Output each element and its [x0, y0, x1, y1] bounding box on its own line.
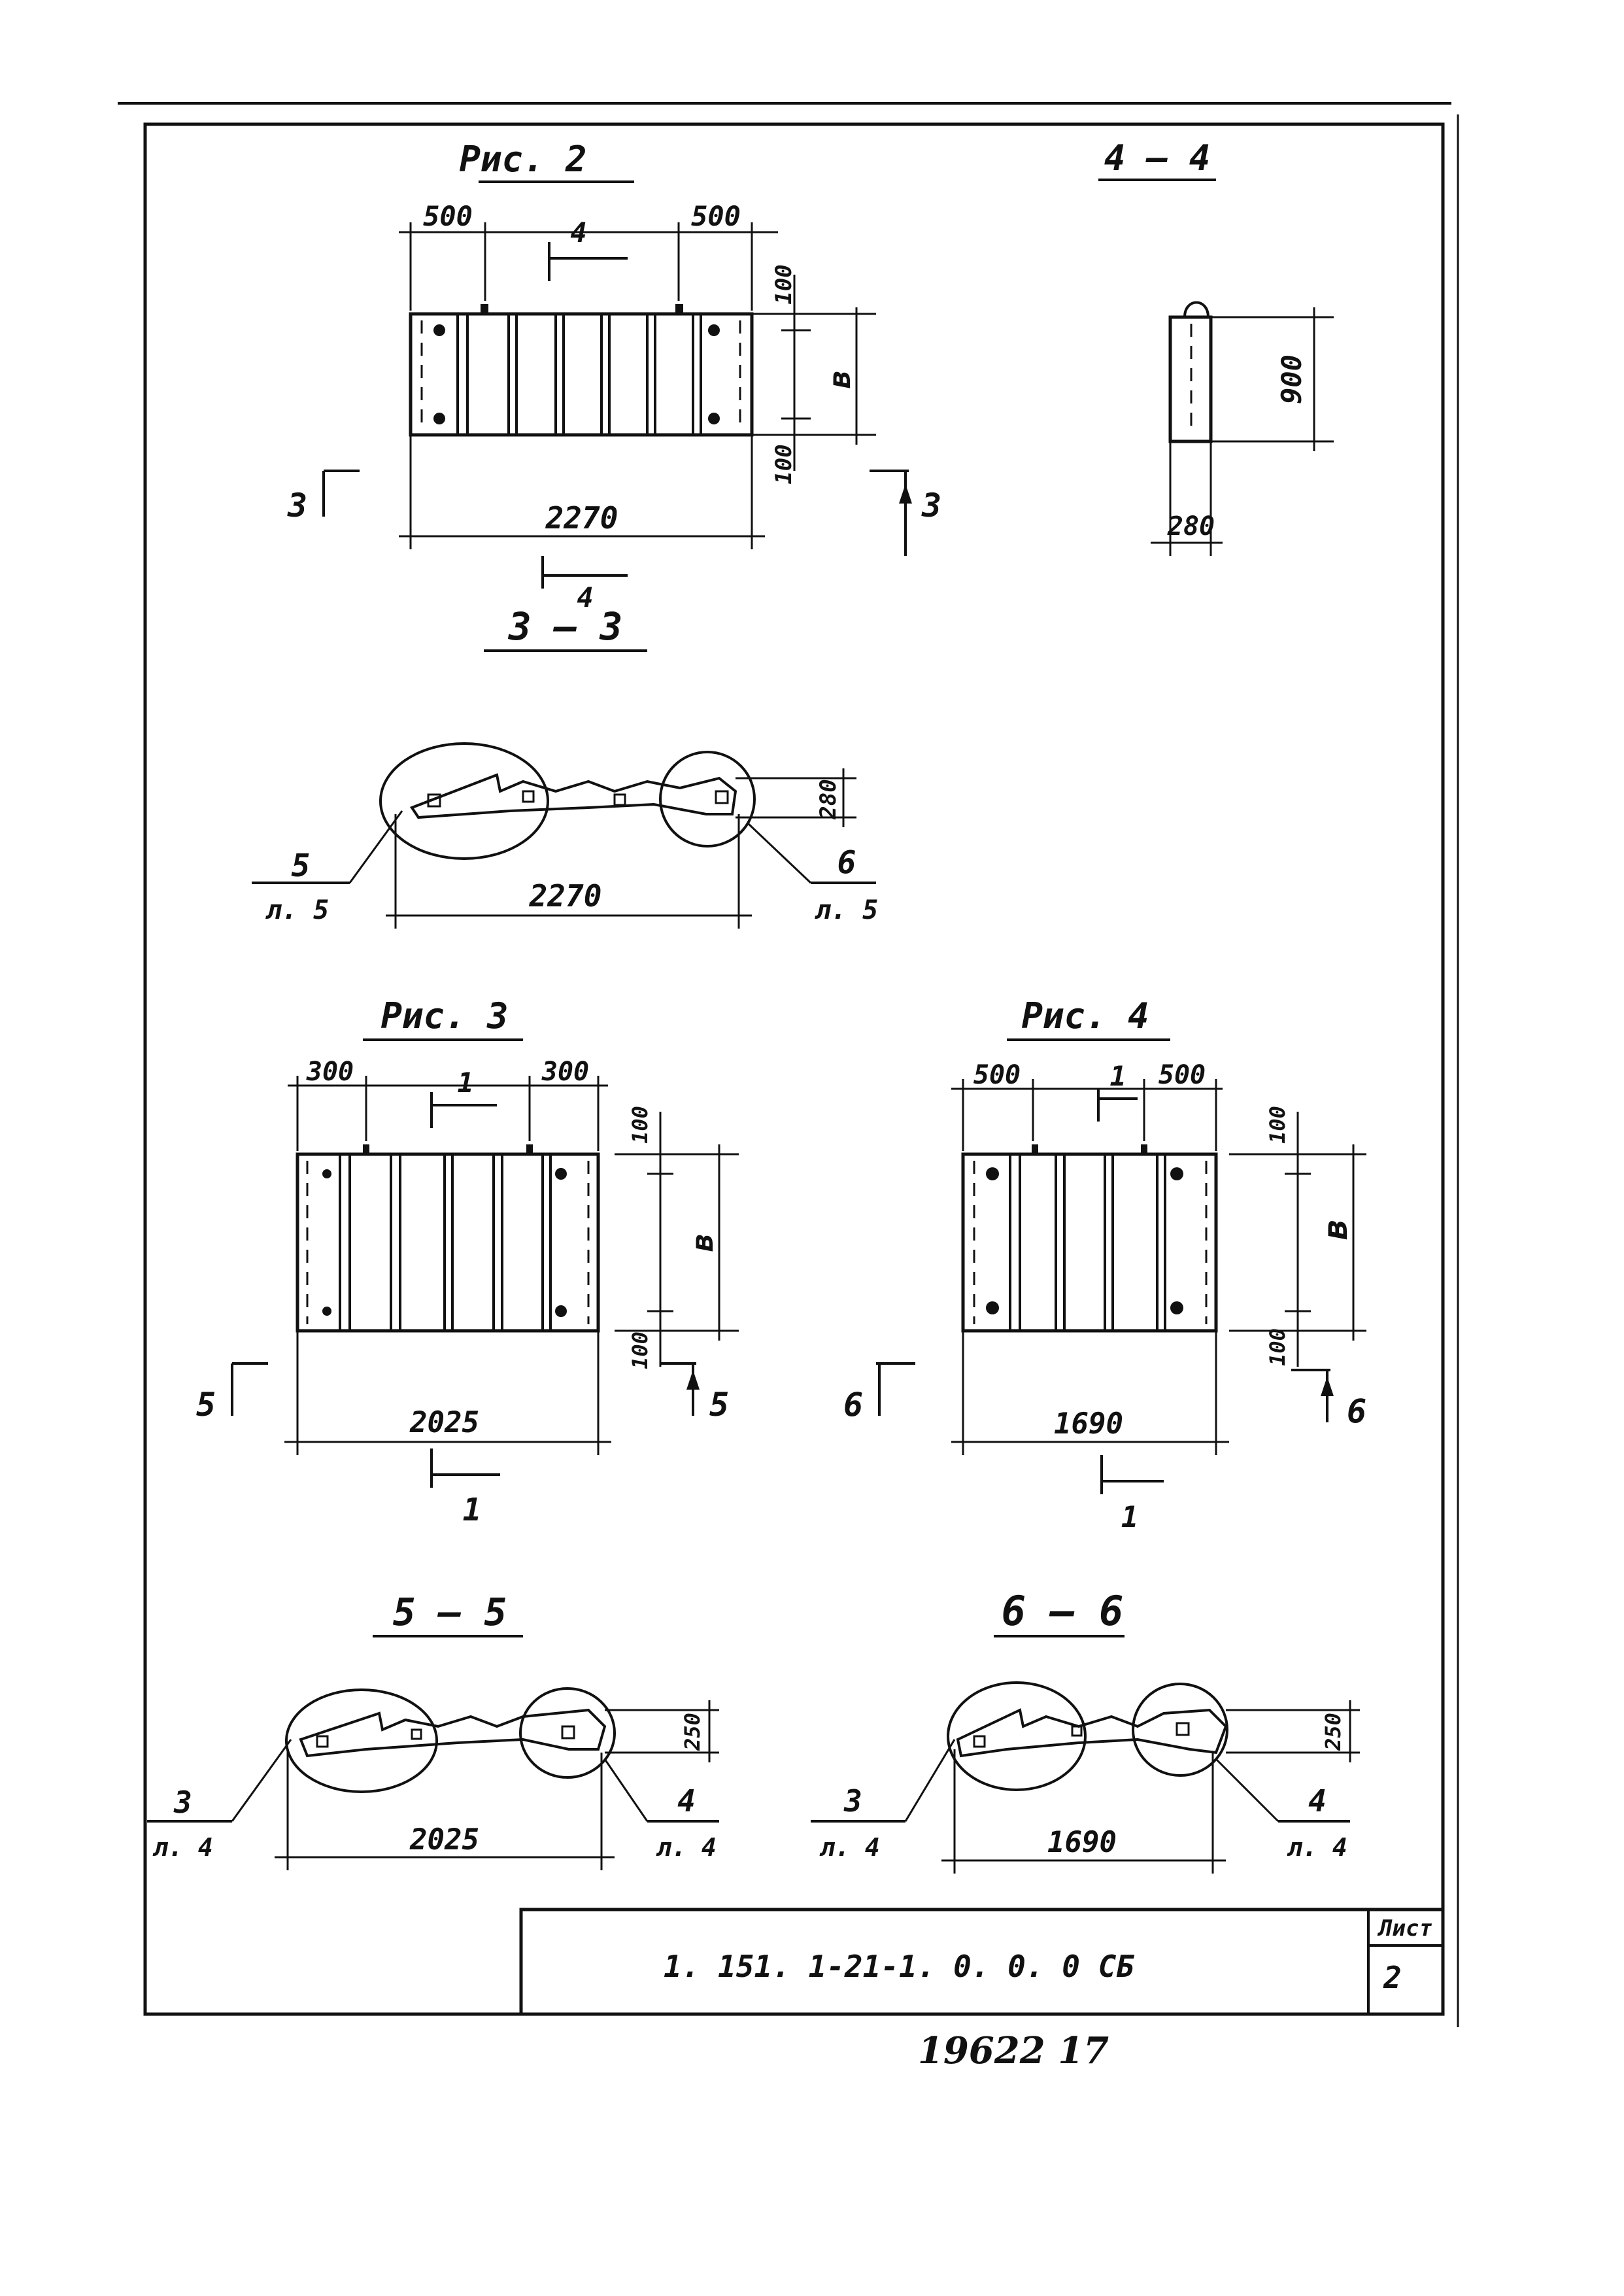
section33-dim-height: 280: [815, 779, 841, 819]
fig4-cut-mark-left: 6: [843, 1386, 863, 1424]
section33-callout-left-num: 5: [292, 848, 311, 884]
section-5-5: 5 — 5 250 2025 3 л. 4 4 л. 4: [147, 1590, 719, 1870]
fig2-right-dimensions: 100 100 в: [752, 264, 876, 485]
fig2-cut-top-label: 4: [570, 216, 586, 248]
fig4-dim-height: в: [1316, 1219, 1355, 1239]
section55-callout-right-num: 4: [677, 1783, 696, 1819]
fig2-dim-right-top: 500: [691, 200, 741, 232]
handwritten-note: 19622 17: [918, 2029, 1109, 2072]
section-4-4: 4 — 4 900 280: [1098, 137, 1334, 556]
sheet-label: Лист: [1377, 1915, 1432, 1942]
fig3-title: Рис. 3: [381, 995, 508, 1037]
fig2-dim-left-top: 500: [423, 200, 473, 232]
fig4-dim-left-top: 500: [973, 1060, 1021, 1090]
section55-dim-height: 250: [680, 1713, 705, 1751]
section33-title: 3 — 3: [508, 604, 623, 649]
fig2-cut-mark-right: 3: [921, 487, 941, 524]
fig3-cut-top-label: 1: [457, 1067, 473, 1099]
fig3-dim-right-top: 300: [541, 1057, 589, 1087]
section-6-6: 6 — 6 250 1690 3 л. 4 4 л. 4: [811, 1587, 1360, 1874]
section55-callout-left-sheet: л. 4: [152, 1833, 213, 1862]
fig4-dim-edge-top: 100: [1265, 1106, 1290, 1144]
section44-dim-width: 280: [1167, 511, 1215, 541]
fig2-cut-top: 4: [548, 216, 628, 281]
section55-callout-left-num: 3: [173, 1785, 192, 1820]
fig2-dim-edge-top: 100: [771, 264, 797, 304]
section66-dim-width: 1690: [1047, 1826, 1117, 1859]
title-block: 1. 151. 1-21-1. 0. 0. 0 СБ Лист 2: [519, 1908, 1445, 2016]
section44-dim-height: 900: [1276, 354, 1308, 404]
section66-dim-height: 250: [1321, 1713, 1345, 1751]
section55-callout-right-sheet: л. 4: [656, 1833, 717, 1862]
fig4-title: Рис. 4: [1021, 995, 1149, 1037]
section66-callout-left-num: 3: [843, 1783, 862, 1819]
section33-dim-width: 2270: [529, 878, 602, 914]
fig3-dim-height: в: [685, 1233, 720, 1252]
section33-callout-left-sheet: л. 5: [265, 895, 329, 925]
fig2-panel: [409, 304, 754, 437]
fig4-cut-top-label: 1: [1109, 1060, 1126, 1092]
section-3-3: 3 — 3 280 2270 5 л. 5 6 л. 5: [252, 604, 878, 929]
fig2-dim-height: в: [822, 370, 857, 388]
fig2-cut-mark-left: 3: [287, 487, 307, 524]
section33-callout-right-sheet: л. 5: [815, 895, 878, 925]
section33-callout-right-num: 6: [837, 844, 856, 881]
section66-callout-right-sheet: л. 4: [1287, 1833, 1347, 1862]
figure-3: Рис. 3 300 300 1: [196, 995, 739, 1528]
fig3-dim-edge-bottom: 100: [628, 1331, 652, 1369]
fig2-bottom-dimension: 2270: [399, 435, 765, 549]
fig3-dim-width: 2025: [409, 1406, 479, 1439]
fig4-dim-edge-bottom: 100: [1265, 1328, 1290, 1366]
fig2-cut-bottom-label: 4: [577, 581, 593, 613]
fig3-cut-mark-right: 5: [709, 1386, 729, 1424]
fig2-title: Рис. 2: [459, 139, 586, 180]
fig4-cut-bottom-label: 1: [1121, 1501, 1139, 1534]
sheet-number: 2: [1383, 1960, 1402, 1995]
fig4-dim-width: 1690: [1054, 1407, 1123, 1441]
figure-2: Рис. 2 500 500 4: [287, 139, 941, 613]
fig3-dim-left-top: 300: [306, 1057, 354, 1087]
fig3-cut-mark-left: 5: [196, 1386, 216, 1424]
fig2-top-dimensions: 500 500: [399, 200, 778, 311]
section66-callout-right-num: 4: [1308, 1783, 1327, 1819]
fig4-dim-right-top: 500: [1159, 1060, 1206, 1090]
figure-4: Рис. 4 500 500 1 100: [843, 995, 1366, 1534]
fig2-cut-bottom: 4: [541, 556, 628, 613]
fig4-cut-mark-right: 6: [1347, 1392, 1366, 1430]
section55-dim-width: 2025: [409, 1823, 479, 1857]
section66-title: 6 — 6: [1002, 1587, 1124, 1635]
fig2-dim-width: 2270: [545, 500, 618, 536]
doc-code: 1. 151. 1-21-1. 0. 0. 0 СБ: [664, 1949, 1134, 1984]
fig2-cut-3-marks: 3 3: [287, 470, 941, 556]
fig3-dim-edge-top: 100: [628, 1106, 652, 1144]
section66-callout-left-sheet: л. 4: [819, 1833, 880, 1862]
section44-title: 4 — 4: [1104, 137, 1211, 179]
section55-title: 5 — 5: [393, 1590, 507, 1634]
fig3-cut-bottom-label: 1: [463, 1492, 482, 1528]
fig2-dim-edge-bottom: 100: [771, 444, 797, 484]
